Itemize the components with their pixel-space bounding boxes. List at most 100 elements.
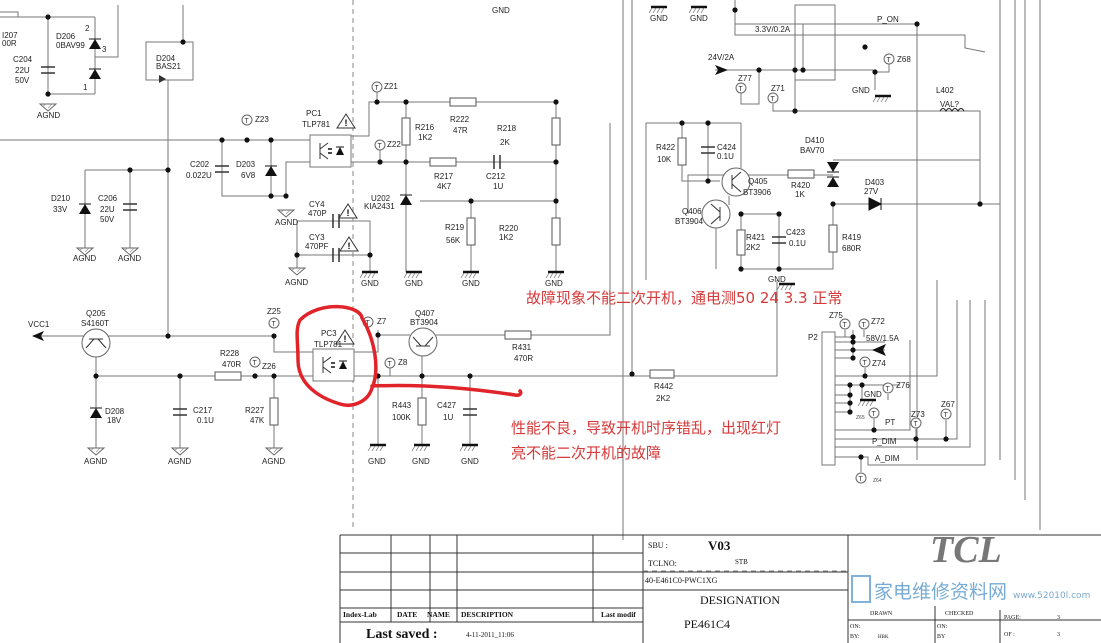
value-c423: 0.1U [789,239,806,248]
schematic-label: Z68 [897,55,911,64]
net-a-dim: A_DIM [875,454,900,463]
warning-icon [338,203,358,219]
net-58v: 58V/1.5A [866,334,900,343]
value-r442: 2K2 [656,394,671,403]
drawn-label: DRAWN [870,611,893,617]
label-d208: D208 [105,407,125,416]
header-index-lab: Index-Lab [343,610,377,619]
label-r217: R217 [434,172,454,181]
watermark-logo-icon [851,575,871,603]
schematic-label: AGND [168,457,191,466]
label-r419: R419 [842,233,862,242]
schematic-label: AGND [262,457,285,466]
rating-c206: 50V [100,215,115,224]
value-r216: 1K2 [418,133,433,142]
schematic-label: Z7 [377,317,387,326]
value-q205: S4160T [81,319,109,328]
value-d204: BAS21 [156,62,181,71]
value-u202: KIA2431 [364,202,395,211]
value-q407: BT3904 [410,318,439,327]
schematic-label: GND [852,86,870,95]
schematic-label: GND [768,275,786,284]
value-r419: 680R [842,244,861,253]
optocoupler-pc1 [309,134,352,168]
red-circle-annotation [295,304,523,407]
value-c212: 1U [493,182,503,191]
label-r421: R421 [746,233,766,242]
label-c206: C206 [98,194,118,203]
label-q405: Q405 [748,177,768,186]
part-number: 40-E461C0-PWC1XG [645,576,718,585]
value-l402: VAL? [940,100,960,109]
sbu-value: V03 [708,538,731,553]
label-r431: R431 [512,343,532,352]
schematic-label: GND [412,457,430,466]
value-c202: 0.022U [186,171,212,180]
label-r219: R219 [445,223,465,232]
schematic-label: Z25 [267,307,281,316]
pin-label: 2 [85,24,90,33]
value-r207: 00R [2,39,17,48]
pin-label: 3 [102,45,107,54]
designation-value: PE461C4 [684,617,730,631]
value-c204: 22U [15,66,30,75]
value-d210: 33V [53,205,68,214]
inductor-l402 [939,108,965,112]
checked-by-label: BY [937,634,946,640]
schematic-label: GND [690,14,708,23]
schematic-label: AGND [275,218,298,227]
optocoupler-pc3 [312,348,355,382]
schematic-label: GND [368,457,386,466]
resistors [214,97,838,426]
value-r431: 470R [514,354,533,363]
value-d403: 27V [864,187,879,196]
label-d206: D206 [56,32,76,41]
label-r228: R228 [220,349,240,358]
schematic-label: Z74 [872,359,886,368]
tclno-label: TCLNO: [648,559,677,568]
value-c427: 1U [443,413,453,422]
vcc1-arrow [32,331,44,341]
label-c204: C204 [13,55,33,64]
tcl-logo: TCL [930,529,1002,571]
value-r222: 47R [453,126,468,135]
label-r422: R422 [656,143,676,152]
warning-icon [336,113,356,129]
label-d210: D210 [51,194,71,203]
capacitors [41,66,786,416]
annotation-fault-symptom: 故障现象不能二次开机，通电测50 24 3.3 正常 [526,289,842,307]
label-cy4: CY4 [309,200,325,209]
value-d410: BAV70 [800,146,825,155]
value-d208: 18V [107,416,122,425]
v58-arrow [872,344,886,356]
label-r220: R220 [499,224,519,233]
schematic-label: Z22 [387,140,401,149]
schematic-label: Z73 [911,410,925,419]
rating-c204: 50V [15,76,30,85]
schematic-label: Z75 [829,311,843,320]
value-cy3: 470PF [305,242,329,251]
schematic-label: AGND [37,111,60,120]
last-saved-value: 4-11-2011_11:06 [466,631,514,639]
value-r220: 1K2 [499,233,514,242]
designation-label: DESIGNATION [700,593,780,607]
checked-label: CHECKED [945,611,974,617]
net-p-on: P_ON [877,15,899,24]
diodes [78,38,883,419]
net-24v: 24V/2A [708,53,735,62]
schematic-label: GND [461,457,479,466]
value-r217: 4K7 [437,182,452,191]
label-c202: C202 [190,160,210,169]
of-value: 3 [1057,632,1060,638]
label-r207: I207 [2,31,18,40]
schematic-label: GND [545,279,563,288]
label-c212: C212 [486,172,506,181]
schematic-label: GND [650,14,668,23]
schematic-label: GND [462,279,480,288]
annotation-fault-cause: 性能不良，导致开机时序错乱，出现红灯 [511,419,781,437]
net-vcc1: VCC1 [28,320,50,329]
v24-arrow [715,65,728,75]
schematic-label: AGND [84,457,107,466]
